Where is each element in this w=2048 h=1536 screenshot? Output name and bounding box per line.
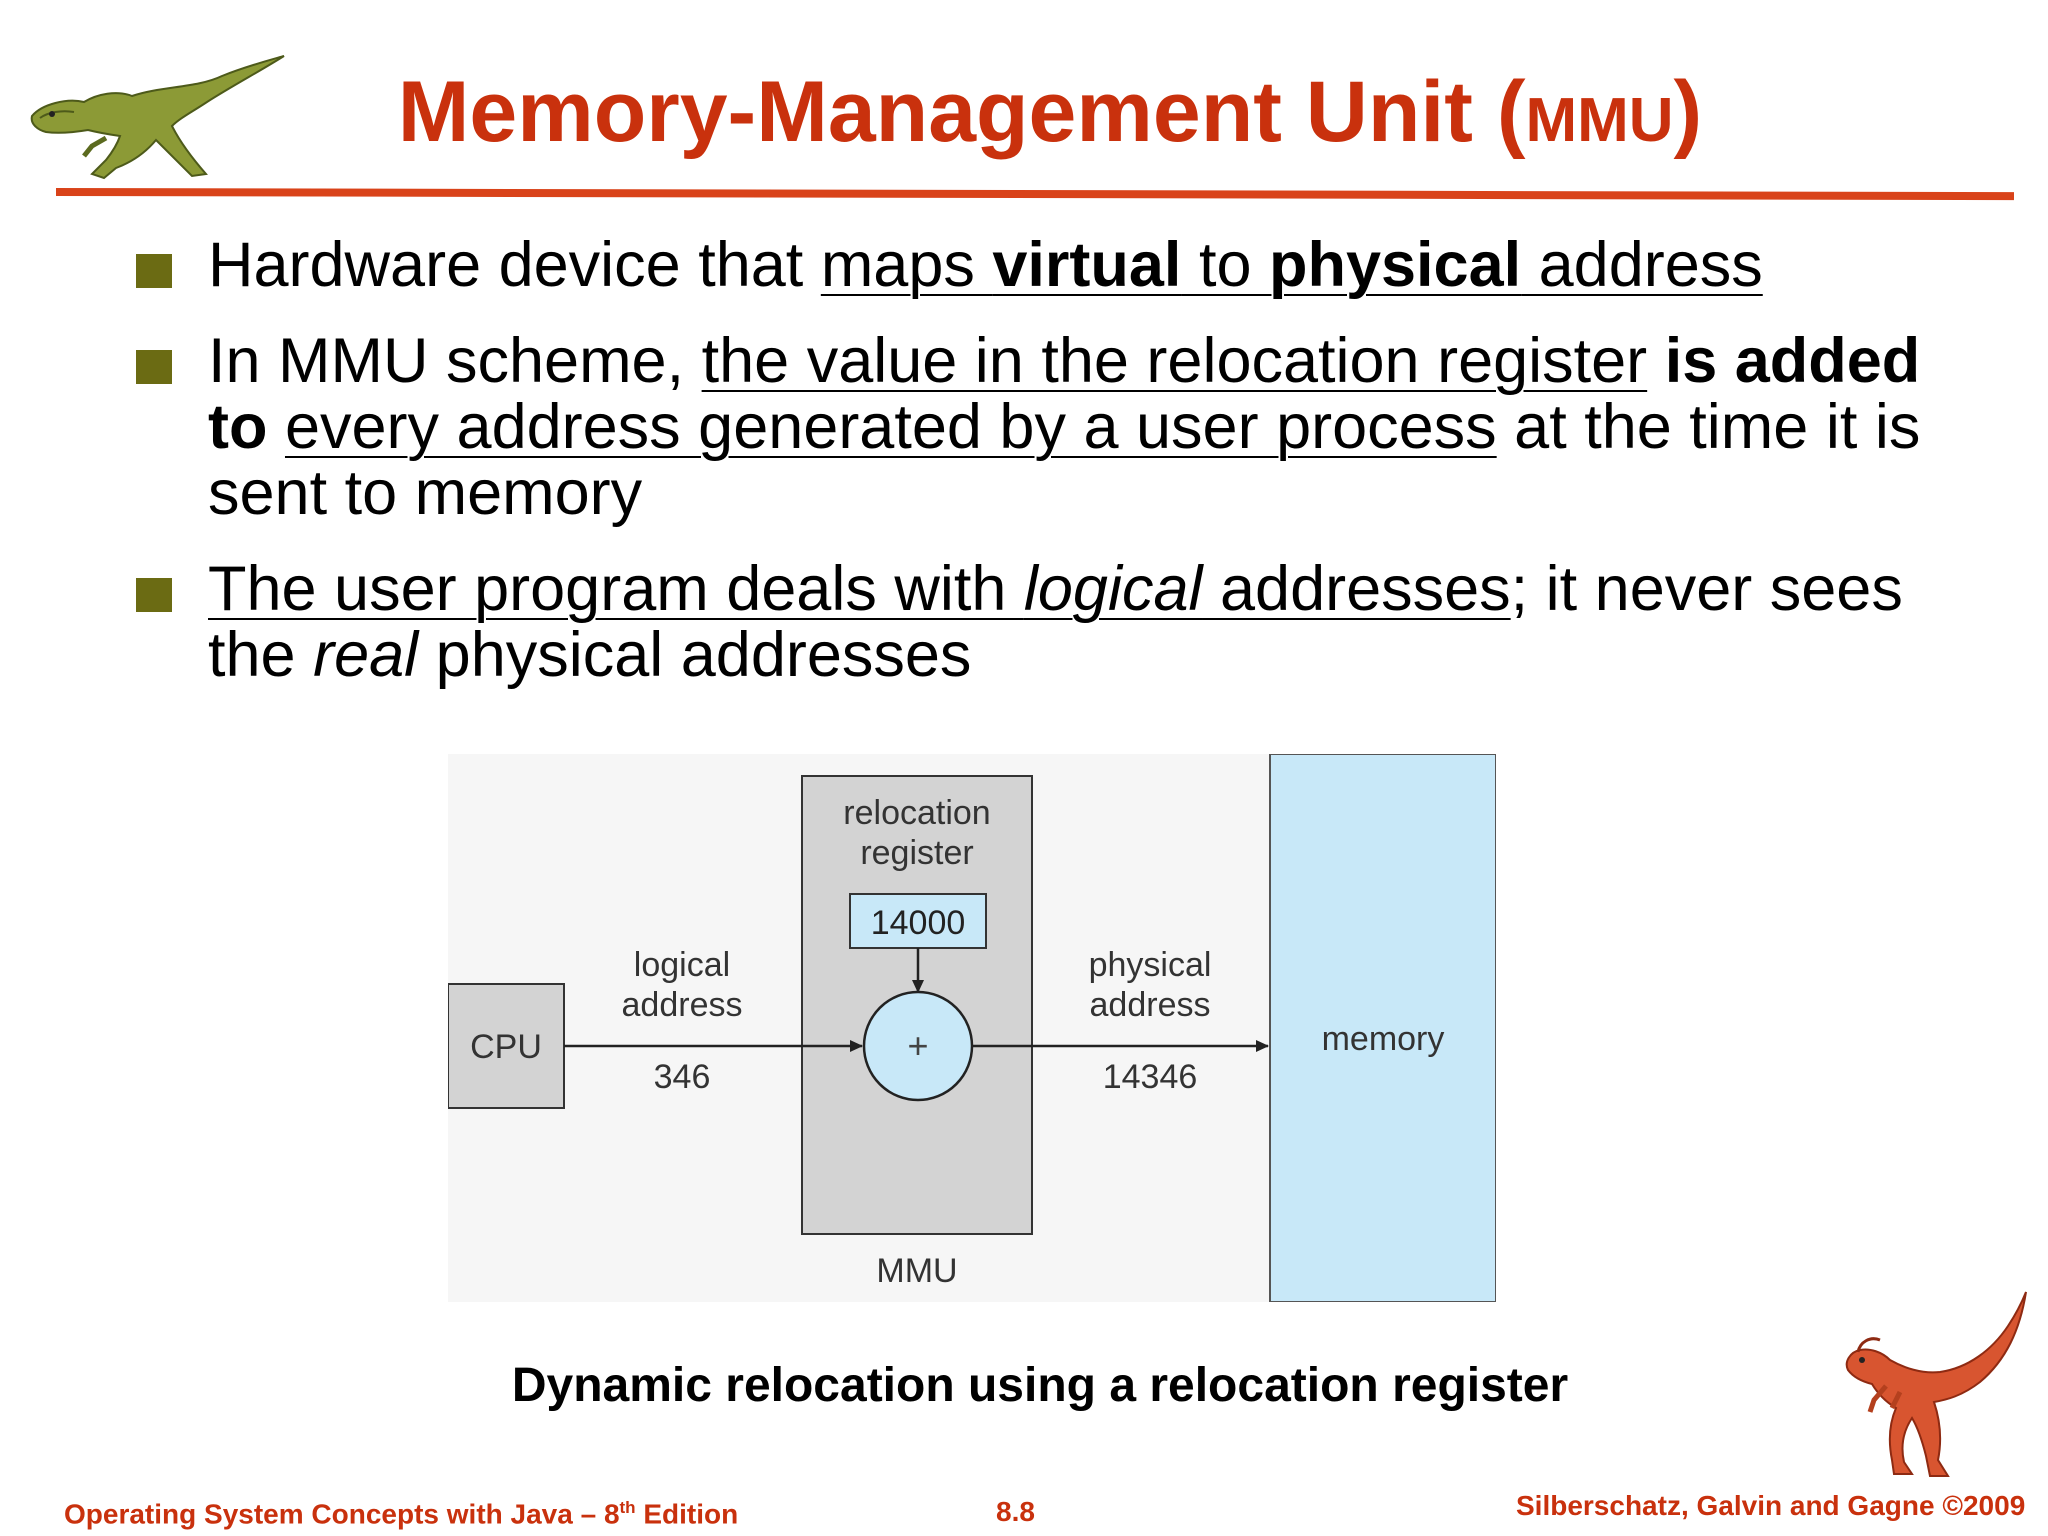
physical-label-2: address <box>1090 986 1211 1024</box>
mmu-label: MMU <box>876 1252 957 1290</box>
bullet-text: maps <box>820 230 993 300</box>
footer-authors: Silberschatz, Galvin and Gagne ©2009 <box>1516 1490 2026 1521</box>
bullet-text: physical addresses <box>418 620 972 690</box>
physical-label-1: physical <box>1089 946 1212 984</box>
footer-book-title: Operating System Concepts with Java – 8t… <box>64 1498 739 1530</box>
bullet-text: every address generated by a user proces… <box>284 392 1497 462</box>
bullet-item: The user program deals with logical addr… <box>132 556 1992 688</box>
bullet-text: In MMU scheme, <box>208 326 702 396</box>
bullet-text: is added to <box>208 326 1938 462</box>
cpu-label: CPU <box>470 1028 542 1066</box>
bullet-text: logical <box>1023 554 1203 624</box>
memory-box <box>1269 753 1497 1303</box>
bullet-text <box>267 392 285 462</box>
diagram-caption: Dynamic relocation using a relocation re… <box>511 1359 1569 1412</box>
bullet-text: ; it never sees the <box>208 554 1921 690</box>
memory-label: memory <box>1322 1020 1445 1058</box>
bullet-text: real <box>313 620 419 690</box>
bullet-text: to <box>1181 230 1269 300</box>
bullet-text <box>1647 326 1665 396</box>
bullet-item: Hardware device that maps virtual to phy… <box>132 232 1992 298</box>
adder-symbol: + <box>907 1025 928 1066</box>
title-rule <box>55 188 2015 201</box>
cpu-box <box>447 983 565 1109</box>
bullet-square-icon <box>136 254 172 288</box>
mmu-diagram: memory relocation register 14000 + MMU C… <box>447 753 1497 1303</box>
bullet-text: physical <box>1269 230 1522 300</box>
bullet-list: Hardware device that maps virtual to phy… <box>132 232 1992 718</box>
bullet-text: the value in the relocation register <box>701 326 1648 396</box>
slide-title: Memory-Management Unit (MMU) <box>397 64 1703 160</box>
logical-label-1: logical <box>634 946 730 984</box>
green-dinosaur-icon <box>30 55 285 180</box>
bullet-text: Hardware device that <box>208 230 821 300</box>
logical-label-2: address <box>622 986 743 1024</box>
bullet-text: address <box>1521 230 1763 300</box>
relocation-register-label-2: register <box>860 834 973 872</box>
footer-page-number: 8.8 <box>996 1496 1035 1527</box>
logical-address-value: 346 <box>654 1058 711 1096</box>
bullet-square-icon <box>136 578 172 612</box>
relocation-register-value: 14000 <box>871 904 966 942</box>
bullet-item: In MMU scheme, the value in the relocati… <box>132 328 1992 526</box>
bullet-square-icon <box>136 350 172 384</box>
bullet-text: The user program deals with <box>208 554 1024 624</box>
physical-address-value: 14346 <box>1103 1058 1198 1096</box>
bullet-text: at the time it is sent to memory <box>208 392 1938 528</box>
bullet-text: addresses <box>1202 554 1511 624</box>
relocation-register-label-1: relocation <box>843 794 990 832</box>
bullet-text: virtual <box>992 230 1182 300</box>
red-dinosaur-icon <box>1845 1291 2027 1477</box>
